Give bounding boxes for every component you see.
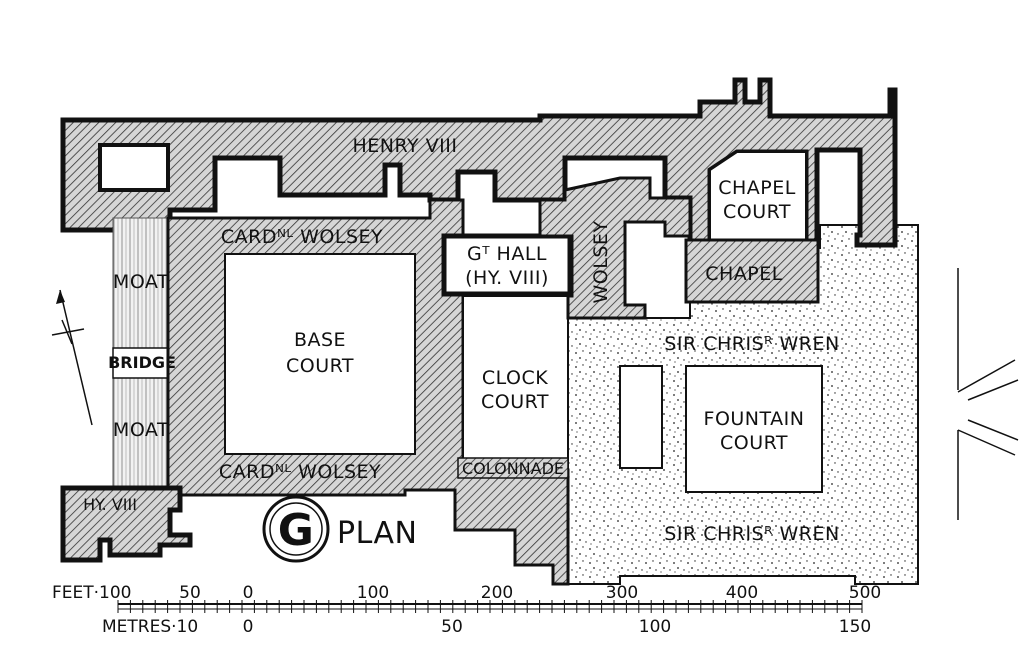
plan-title-text: PLAN	[337, 516, 417, 551]
scale-feet-tick: 400	[726, 583, 758, 603]
scale-feet-tick: 300	[606, 583, 638, 603]
label-great-hall-1: Gᵀ HALL	[467, 243, 547, 265]
scale-feet-label: FEET·100	[52, 583, 132, 603]
label-colonnade: COLONNADE	[462, 459, 564, 478]
scale-feet-tick: 500	[849, 583, 881, 603]
label-wren-top: SIR CHRISᴿ WREN	[664, 333, 839, 355]
fountain-court	[685, 365, 823, 493]
scale-metres-tick: 150	[839, 617, 871, 637]
scale-feet-tick: 0	[243, 583, 254, 603]
moat-north	[112, 217, 169, 349]
bridge	[112, 347, 176, 379]
label-wolsey-vertical: WOLSEY	[590, 221, 612, 304]
label-fountain-court-2: COURT	[720, 432, 788, 454]
label-henry-viii: HENRY VIII	[353, 135, 458, 157]
label-fountain-court-1: FOUNTAIN	[704, 408, 805, 430]
scale-metres-tick: 50	[441, 617, 463, 637]
label-chapel: CHAPEL	[705, 263, 783, 285]
base-court	[224, 253, 416, 455]
label-chapel-court-1: CHAPEL	[718, 177, 796, 199]
colonnade	[457, 457, 569, 479]
side-court	[619, 365, 663, 469]
scale-feet-tick: 200	[481, 583, 513, 603]
scale-metres-tick: 0	[243, 617, 254, 637]
label-clock-court-2: COURT	[481, 391, 549, 413]
chapel-court	[709, 151, 807, 246]
label-cardinal-wolsey-bottom: CARDᴺᴸ WOLSEY	[219, 461, 381, 483]
label-base-court-2: COURT	[286, 355, 354, 377]
hy-viii-annex	[60, 485, 193, 563]
label-clock-court-1: CLOCK	[482, 367, 548, 389]
label-bridge: BRIDGE	[108, 353, 176, 372]
henry-viii-room	[98, 143, 170, 192]
label-chapel-court-2: COURT	[723, 201, 791, 223]
label-moat-top: MOAT	[113, 271, 169, 293]
great-hall	[441, 233, 573, 297]
east-approach	[957, 268, 1019, 520]
scale-feet-tick: 100	[357, 583, 389, 603]
label-wren-bottom: SIR CHRISᴿ WREN	[664, 523, 839, 545]
scale-metres-label: METRES·10	[102, 617, 198, 637]
label-base-court-1: BASE	[294, 329, 346, 351]
plan-title: G PLAN	[262, 495, 417, 563]
scale-bar: FEET·100 50 0 100 200 300 400 500 METRES…	[52, 583, 881, 637]
scale-feet-tick: 50	[179, 583, 201, 603]
label-great-hall-2: (HY. VIII)	[465, 267, 549, 289]
label-moat-bottom: MOAT	[113, 419, 169, 441]
label-cardinal-wolsey-top: CARDᴺᴸ WOLSEY	[221, 226, 383, 248]
plan-letter: G	[278, 505, 315, 556]
moat-south	[112, 377, 169, 489]
scale-metres-tick: 100	[639, 617, 671, 637]
label-hy-viii-small: HY. VIII	[83, 495, 137, 514]
north-arrow	[51, 289, 93, 426]
chapel	[684, 238, 820, 304]
wolsey-east-range	[538, 176, 692, 320]
